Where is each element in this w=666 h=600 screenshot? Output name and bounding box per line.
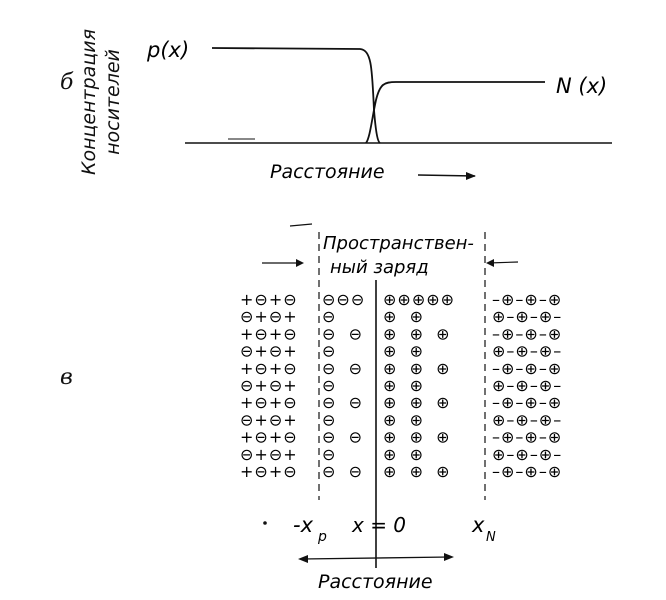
p-curve: [211, 47, 381, 144]
n-region-row: –⊕–⊕–⊕: [492, 290, 562, 309]
p-region-row: +⊖+⊖: [240, 428, 298, 447]
space-charge-label-line2: ный заряд: [330, 257, 429, 278]
right-width-arrowhead: [486, 259, 494, 267]
x-axis-arrowhead-b: [466, 172, 476, 180]
n-region-row: ⊕–⊕–⊕–: [492, 445, 562, 464]
p-region-row: +⊖+⊖: [240, 290, 298, 309]
depletion-p-row: ⊖: [322, 445, 336, 464]
depletion-p-row: ⊖: [322, 376, 336, 395]
x-axis-arrow-b: [417, 174, 476, 177]
depletion-n-row: ⊕ ⊕: [383, 307, 424, 326]
depletion-p-row: ⊖ ⊖: [322, 393, 363, 412]
p-region-row: ⊖+⊖+: [240, 342, 298, 361]
p-region-row: ⊖+⊖+: [240, 307, 298, 326]
depletion-n-row: ⊕ ⊕ ⊕: [383, 462, 451, 481]
n-region-row: ⊕–⊕–⊕–: [492, 410, 562, 429]
tick-neg-xp: -x: [293, 513, 314, 537]
p-curve-label: p(x): [146, 38, 189, 62]
p-region-row: ⊖+⊖+: [240, 410, 298, 429]
depletion-n-row: ⊕⊕⊕⊕⊕: [383, 290, 455, 309]
p-region-row: +⊖+⊖: [240, 393, 298, 412]
left-width-arrowhead: [296, 259, 304, 267]
depletion-n-row: ⊕ ⊕: [383, 410, 424, 429]
p-region-row: +⊖+⊖: [240, 359, 298, 378]
depletion-p-row: ⊖: [322, 410, 336, 429]
n-region-row: ⊕–⊕–⊕–: [492, 342, 562, 361]
p-region-row: +⊖+⊖: [240, 462, 298, 481]
depletion-p-row: ⊖ ⊖: [322, 428, 363, 447]
depletion-p-row: ⊖ ⊖: [322, 359, 363, 378]
depletion-n-row: ⊕ ⊕ ⊕: [383, 428, 451, 447]
n-region-row: –⊕–⊕–⊕: [492, 359, 562, 378]
n-curve-label: N (x): [556, 74, 607, 98]
stray-dot: [263, 521, 267, 525]
x-axis-label-b: Расстояние: [270, 161, 385, 183]
panel-v-label: в: [60, 365, 73, 390]
n-curve: [365, 81, 545, 144]
depletion-p-row: ⊖ ⊖: [322, 324, 363, 343]
n-region-row: ⊕–⊕–⊕–: [492, 376, 562, 395]
depletion-p-row: ⊖: [322, 342, 336, 361]
distance-arrow: [301, 556, 451, 560]
tick-zero: x = 0: [351, 513, 406, 537]
n-region-row: ⊕–⊕–⊕–: [492, 307, 562, 326]
depletion-n-row: ⊕ ⊕ ⊕: [383, 359, 451, 378]
tick-xn-sub: N: [486, 530, 496, 545]
n-region-row: –⊕–⊕–⊕: [492, 393, 562, 412]
n-region-row: –⊕–⊕–⊕: [492, 462, 562, 481]
depletion-n-row: ⊕ ⊕: [383, 445, 424, 464]
depletion-n-row: ⊕ ⊕ ⊕: [383, 324, 451, 343]
panel-b-label: б: [60, 70, 74, 95]
tick-xn: x: [471, 513, 485, 537]
depletion-n-row: ⊕ ⊕ ⊕: [383, 393, 451, 412]
n-region-row: –⊕–⊕–⊕: [492, 324, 562, 343]
depletion-n-row: ⊕ ⊕: [383, 376, 424, 395]
p-region-row: ⊖+⊖+: [240, 445, 298, 464]
n-region-row: –⊕–⊕–⊕: [492, 428, 562, 447]
depletion-p-row: ⊖⊖⊖: [322, 290, 365, 309]
x-axis-label-v: Расстояние: [318, 571, 433, 593]
tick-neg-xp-sub: p: [317, 529, 327, 545]
charge-grid: +⊖+⊖⊖⊖⊖⊕⊕⊕⊕⊕–⊕–⊕–⊕⊖+⊖+⊖⊕ ⊕⊕–⊕–⊕–+⊖+⊖⊖ ⊖⊕…: [240, 290, 562, 481]
depletion-p-row: ⊖: [322, 307, 336, 326]
top-dash: [289, 223, 313, 227]
distance-arrowhead-left: [298, 555, 308, 563]
p-region-row: +⊖+⊖: [240, 324, 298, 343]
depletion-n-row: ⊕ ⊕: [383, 342, 424, 361]
distance-arrowhead-right: [444, 553, 454, 561]
space-charge-label-line1: Пространствен-: [323, 233, 474, 254]
p-region-row: ⊖+⊖+: [240, 376, 298, 395]
depletion-p-row: ⊖ ⊖: [322, 462, 363, 481]
